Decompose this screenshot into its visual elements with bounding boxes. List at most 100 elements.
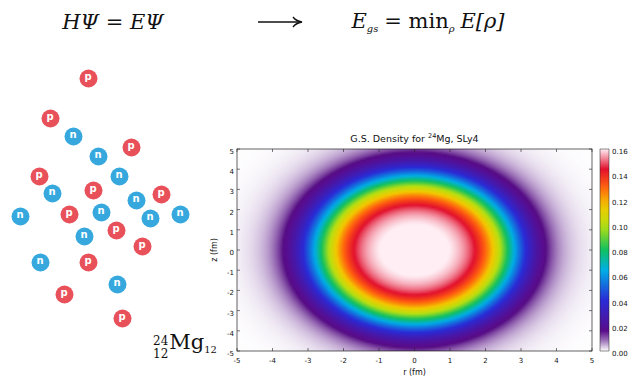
text-group: 4 (230, 161, 234, 177)
label: -5 (227, 351, 234, 358)
density-map (237, 149, 592, 351)
nucleon-circle: p (41, 109, 60, 128)
circle-fill (79, 69, 97, 87)
text-group: Egs= minρE[ρ] (351, 11, 504, 34)
text-group: 0.12 (612, 192, 628, 208)
text-group: 0 (412, 350, 416, 366)
text-group: 1 (230, 222, 234, 238)
label: 4 (230, 169, 234, 176)
label: -4 (227, 331, 234, 338)
nucleon-letter: n (113, 278, 120, 288)
label: 4 (554, 358, 558, 365)
nucleon-circle: n (92, 203, 111, 222)
nucleon-circle: p (107, 221, 126, 240)
circle-fill (60, 205, 78, 223)
circle-fill (122, 138, 140, 156)
circle-fill (113, 309, 131, 327)
nucleon-letter: n (94, 150, 101, 160)
circle-fill (11, 207, 29, 225)
text-group: 3 (519, 350, 523, 366)
circle-fill (84, 181, 102, 199)
label: 0.00 (612, 351, 628, 358)
text-group: 4 (554, 350, 558, 366)
circle-fill (171, 205, 189, 223)
nucleon-circle: p (122, 138, 141, 157)
circle-fill (79, 253, 97, 271)
circle-fill (92, 203, 110, 221)
nucleon-circle: p (55, 285, 74, 304)
nucleon-letter: p (89, 184, 96, 194)
label: -1 (376, 358, 383, 365)
tick-mark (237, 149, 592, 351)
label: 0.04 (612, 301, 628, 308)
label: G.S. Density for (350, 134, 425, 144)
label: -2 (340, 358, 347, 365)
circle-fill (152, 185, 170, 203)
label: 0.08 (612, 250, 628, 257)
label: -3 (227, 311, 234, 318)
nuclide-index: 12 (153, 348, 168, 361)
text-group: 0.16 (612, 141, 628, 157)
circle-fill (108, 275, 126, 293)
nucleon-letter: n (132, 194, 139, 204)
circle-fill (43, 184, 61, 202)
label: 0.02 (612, 326, 628, 333)
colorbar (600, 149, 609, 351)
nucleon-circle: p (79, 69, 98, 88)
text-group: -2 (227, 282, 234, 298)
nucleon-circle: n (43, 184, 62, 203)
nucleon-letter: p (65, 208, 72, 218)
text-group: G.S. Density for24Mg, SLy4 (350, 129, 478, 145)
nucleon-letter: n (115, 170, 122, 180)
circle-fill (110, 167, 128, 185)
text-group: 0 (230, 242, 234, 258)
text-group: 2412Mg12 (153, 332, 217, 360)
label: 0.12 (612, 200, 628, 207)
nucleon-circle: p (79, 253, 98, 272)
text-group: 0.08 (612, 242, 628, 258)
nucleon-circle: n (110, 167, 129, 186)
tick-mark (237, 149, 592, 351)
nucleon-letter: p (127, 141, 134, 151)
nucleon-circle: p (30, 167, 49, 186)
tick-mark (237, 149, 592, 351)
nucleon-circle: n (75, 227, 94, 246)
label: 0.16 (612, 149, 628, 156)
label: Mg (169, 332, 204, 353)
text-group: -3 (305, 350, 312, 366)
tick-mark (237, 149, 592, 351)
tick-mark (237, 149, 592, 351)
label: 0 (230, 250, 234, 257)
tick-marks (237, 149, 592, 351)
nucleon-letter: n (97, 206, 104, 216)
text-group: 2 (483, 350, 487, 366)
text-group: 5 (230, 141, 234, 157)
label: ρ (449, 23, 455, 33)
nucleon-letter: n (36, 256, 43, 266)
label: HΨ = EΨ (62, 12, 163, 33)
nucleon-circle: n (108, 275, 127, 294)
nucleon-letter: p (157, 188, 164, 198)
label: -1 (227, 270, 234, 277)
density-plot (237, 149, 609, 351)
nucleon-circle: p (60, 205, 79, 224)
label: = min (384, 11, 448, 32)
nucleon-letter: n (146, 212, 153, 222)
nuclide-index: 24 (153, 335, 168, 348)
text-group: r (fm) (403, 362, 426, 378)
text-group: -4 (269, 350, 276, 366)
text-group: -3 (227, 303, 234, 319)
nucleon-circle: n (11, 207, 30, 226)
circle-fill (89, 147, 107, 165)
tick-mark (237, 149, 592, 351)
label: Mg, SLy4 (436, 134, 478, 144)
text-group: 1 (448, 350, 452, 366)
nucleon-letter: p (118, 312, 125, 322)
nucleon-circle: n (64, 127, 83, 146)
label: 12 (204, 345, 217, 355)
nucleon-letter: n (48, 187, 55, 197)
nucleon-circle: n (89, 147, 108, 166)
label: -5 (234, 358, 241, 365)
text-group: 0.06 (612, 267, 628, 283)
